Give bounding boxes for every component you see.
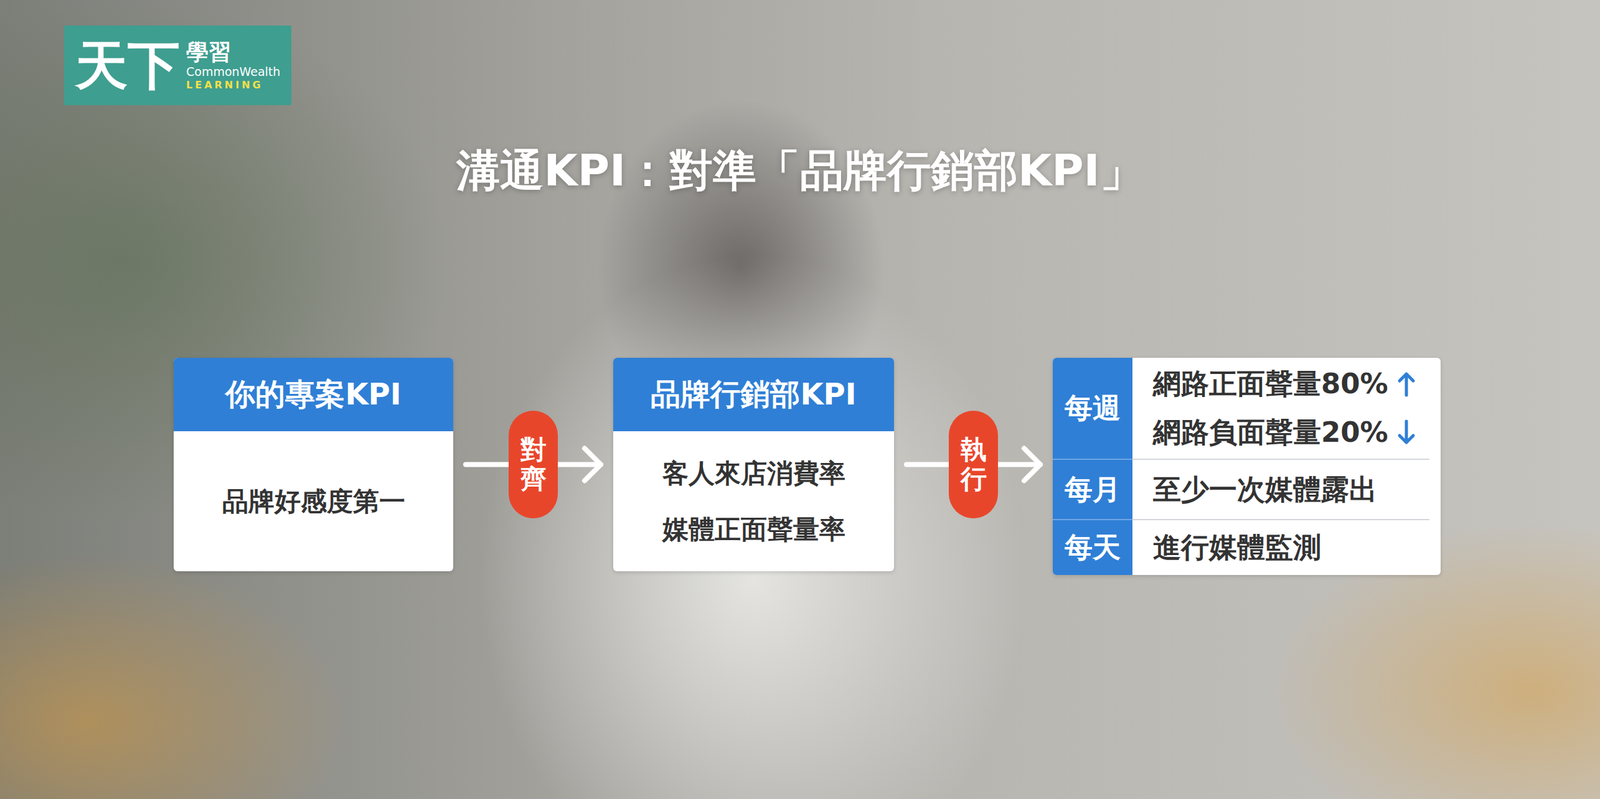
period-label: 每天	[1064, 529, 1121, 567]
task-text: 進行媒體監測	[1152, 529, 1322, 567]
card-item: 客人來店消費率	[662, 456, 846, 492]
schedule-table: 每週網路正面聲量80%網路負面聲量20%每月至少一次媒體露出每天進行媒體監測	[1052, 357, 1441, 576]
task-item: 網路負面聲量20%	[1152, 414, 1417, 452]
kpi-card: 品牌行銷部KPI 客人來店消費率媒體正面聲量率	[613, 357, 895, 572]
edge-label-pill: 執行	[948, 410, 998, 519]
card-item: 媒體正面聲量率	[662, 512, 846, 548]
period-label: 每月	[1064, 471, 1121, 509]
edge-label: 對齊	[520, 435, 547, 494]
kpi-card: 你的專案KPI 品牌好感度第一	[173, 357, 454, 572]
table-row: 每天進行媒體監測	[1052, 519, 1441, 576]
logo-subtitle: 學習	[186, 39, 281, 65]
card-title: 品牌行銷部KPI	[650, 374, 857, 415]
arrow-stroke	[1399, 421, 1414, 443]
logo-text-column: 學習CommonWealthLEARNING	[186, 39, 281, 91]
task-item: 網路正面聲量80%	[1152, 365, 1417, 403]
task-text: 網路正面聲量80%	[1152, 365, 1389, 403]
card-header: 你的專案KPI	[173, 357, 454, 432]
table-row: 每月至少一次媒體露出	[1052, 458, 1441, 520]
period-label: 每週	[1064, 389, 1121, 428]
row-content-cell: 至少一次媒體露出	[1132, 458, 1430, 520]
logo-box: 天下學習CommonWealthLEARNING	[64, 25, 292, 106]
task-item: 進行媒體監測	[1152, 529, 1417, 567]
row-header-cell: 每天	[1052, 519, 1133, 576]
row-content-cell: 網路正面聲量80% 網路負面聲量20%	[1132, 357, 1430, 459]
edge-label: 執行	[960, 435, 987, 494]
card-header: 品牌行銷部KPI	[613, 357, 895, 432]
task-text: 網路負面聲量20%	[1152, 414, 1389, 452]
card-body: 客人來店消費率媒體正面聲量率	[613, 431, 895, 572]
task-text: 至少一次媒體露出	[1152, 471, 1378, 509]
arrow-stroke	[1399, 374, 1414, 396]
card-body: 品牌好感度第一	[173, 431, 454, 572]
table-row: 每週網路正面聲量80% 網路負面聲量20%	[1052, 357, 1441, 459]
decrease-arrow-icon	[1397, 419, 1416, 446]
logo-english: CommonWealth	[186, 64, 281, 80]
increase-arrow-icon	[1397, 371, 1416, 398]
row-content-cell: 進行媒體監測	[1132, 519, 1430, 576]
logo-brand: 天下	[75, 39, 180, 92]
card-item: 品牌好感度第一	[222, 484, 406, 520]
diagram-title: 溝通KPI：對準「品牌行銷部KPI」	[0, 141, 1600, 201]
logo-tagline: LEARNING	[186, 79, 281, 91]
card-title: 你的專案KPI	[225, 374, 401, 415]
edge-label-pill: 對齊	[508, 410, 558, 519]
task-item: 至少一次媒體露出	[1152, 471, 1417, 509]
arrow-head	[1024, 448, 1041, 482]
row-header-cell: 每週	[1052, 357, 1133, 459]
row-header-cell: 每月	[1052, 458, 1133, 520]
arrow-head	[584, 448, 601, 482]
